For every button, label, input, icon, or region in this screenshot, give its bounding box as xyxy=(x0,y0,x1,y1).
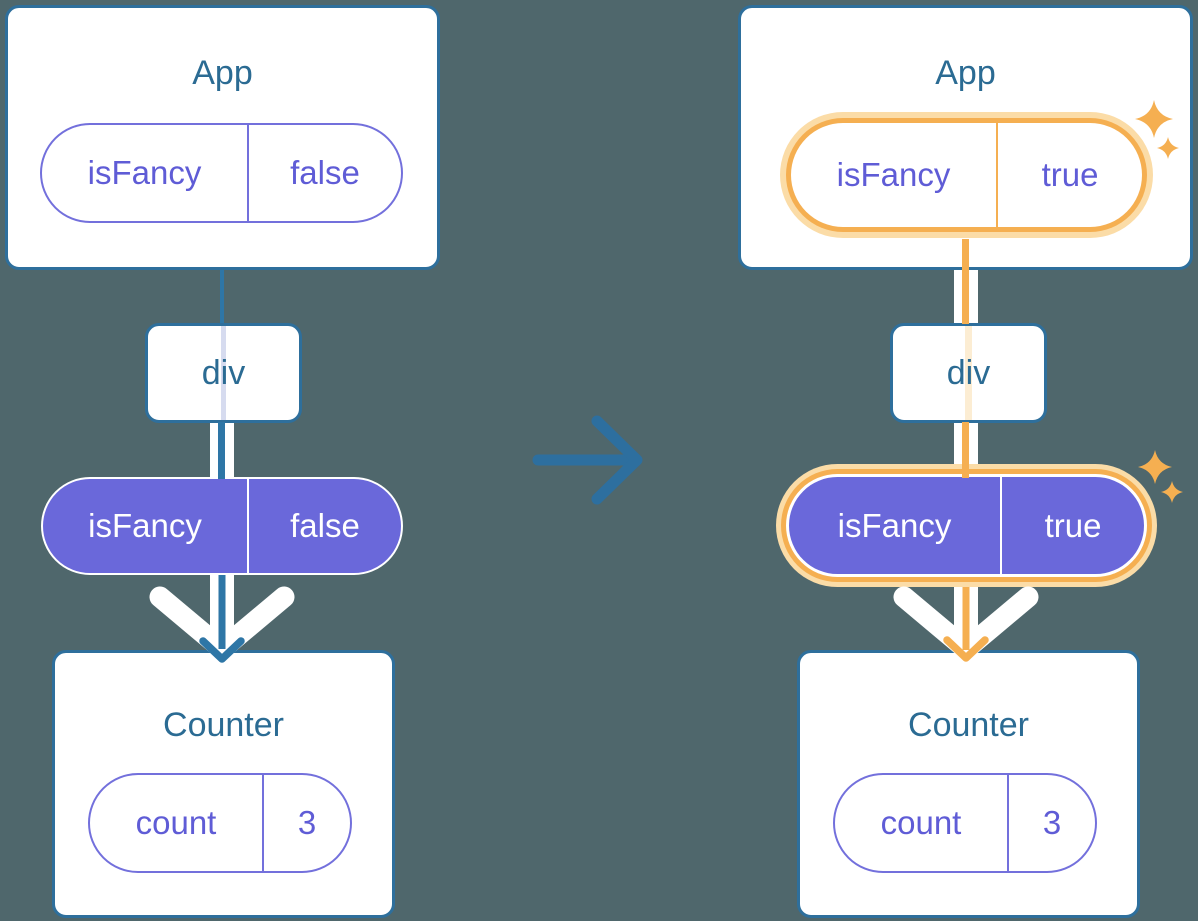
prop-value: false xyxy=(290,507,360,544)
highlight-ring: isFancy true xyxy=(781,469,1152,582)
prop-value: true xyxy=(1044,506,1102,544)
pill-divider xyxy=(262,775,264,871)
after-pass-down-arrow xyxy=(893,586,1039,662)
arrow-right-icon xyxy=(532,415,643,505)
div-label: div xyxy=(201,353,246,392)
pill-divider xyxy=(247,479,249,573)
app-title: App xyxy=(192,54,253,92)
state-value: 3 xyxy=(297,804,317,841)
after-pill-card-line xyxy=(962,239,969,269)
state-name: count xyxy=(135,804,217,841)
before-pass-down-arrow xyxy=(149,575,295,663)
app-title: App xyxy=(935,54,996,92)
counter-state-pill: count 3 xyxy=(88,773,352,873)
state-name: isFancy xyxy=(87,154,202,191)
counter-state-pill: count 3 xyxy=(833,773,1097,873)
pill-divider xyxy=(1000,477,1002,574)
counter-title: Counter xyxy=(908,706,1029,744)
before-div-card: div xyxy=(145,323,302,423)
state-value: true xyxy=(1041,156,1099,193)
pill-divider xyxy=(247,125,249,221)
pass-through-stripe xyxy=(965,326,972,420)
app-state-pill: isFancy true xyxy=(791,123,1142,227)
pill-divider xyxy=(1007,775,1009,871)
chevron-down-icon xyxy=(893,586,1039,660)
counter-title: Counter xyxy=(163,706,284,744)
before-app-div-line xyxy=(220,267,224,325)
app-state-pill: isFancy false xyxy=(40,123,403,223)
after-counter-card: Counter count 3 xyxy=(797,650,1140,918)
state-name: count xyxy=(880,804,962,841)
state-name: isFancy xyxy=(836,156,951,193)
after-div-card: div xyxy=(890,323,1047,423)
before-div-pill-line-core xyxy=(218,422,225,479)
prop-name: isFancy xyxy=(837,506,952,544)
state-value: 3 xyxy=(1042,804,1062,841)
pill-divider xyxy=(996,123,998,227)
state-value: false xyxy=(290,154,360,191)
before-app-card: App isFancy false xyxy=(5,5,440,270)
highlight-ring: isFancy true xyxy=(786,118,1147,232)
before-prop-pill: isFancy false xyxy=(41,477,403,575)
after-div-pill-line-core xyxy=(962,422,969,478)
before-counter-card: Counter count 3 xyxy=(52,650,395,918)
prop-name: isFancy xyxy=(88,507,202,544)
after-prop-pill-glow: isFancy true xyxy=(776,464,1157,587)
div-label: div xyxy=(946,353,991,392)
chevron-down-icon xyxy=(149,586,295,660)
after-app-state-pill-glow: isFancy true xyxy=(780,112,1153,238)
after-prop-pill: isFancy true xyxy=(789,477,1144,574)
after-app-div-line-core xyxy=(962,269,969,324)
pass-through-stripe xyxy=(221,326,226,420)
